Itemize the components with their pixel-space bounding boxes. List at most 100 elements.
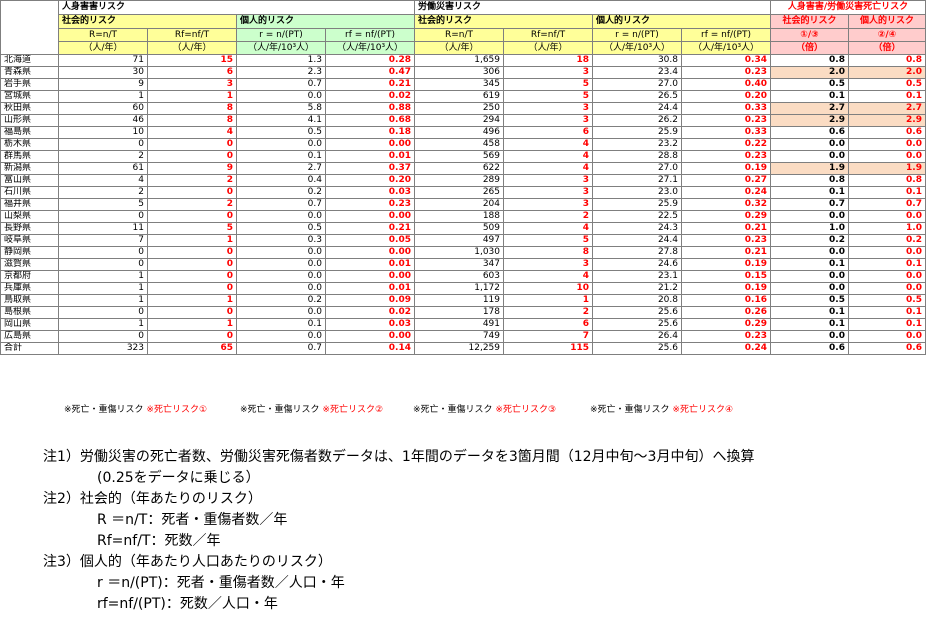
header-social-risk-1: 社会的リスク [58,14,237,29]
injury-rf-cell: 0.00 [325,246,415,259]
prefecture-cell: 合計 [0,342,59,355]
legend-3-label: ※死亡・重傷リスク [413,405,493,415]
labor-rf-cell: 0.29 [681,210,771,223]
labor-r-cell: 24.6 [592,258,682,271]
labor-R-cell: 458 [414,138,504,151]
injury-rf-cell: 0.05 [325,234,415,247]
labor-Rf-cell: 4 [503,138,593,151]
header-unit-Rf: （人/年） [147,41,237,55]
header-unit-lR: （人/年） [414,41,504,55]
labor-r-cell: 27.0 [592,162,682,175]
header-corner [0,0,59,55]
ratio-individual-cell: 0.1 [848,306,926,319]
injury-rf-cell: 0.09 [325,294,415,307]
labor-r-cell: 25.6 [592,306,682,319]
prefecture-cell: 山梨県 [0,210,59,223]
labor-rf-cell: 0.23 [681,150,771,163]
injury-r-cell: 0.2 [236,294,326,307]
labor-rf-cell: 0.24 [681,186,771,199]
labor-Rf-cell: 3 [503,174,593,187]
ratio-individual-cell: 0.0 [848,330,926,343]
labor-R-cell: 178 [414,306,504,319]
labor-r-cell: 27.8 [592,246,682,259]
injury-rf-cell: 0.18 [325,126,415,139]
labor-R-cell: 294 [414,114,504,127]
labor-R-cell: 265 [414,186,504,199]
labor-Rf-cell: 4 [503,270,593,283]
labor-R-cell: 603 [414,270,504,283]
header-unit-R: （人/年） [58,41,148,55]
labor-rf-cell: 0.26 [681,306,771,319]
injury-Rf-cell: 1 [147,234,237,247]
injury-rf-cell: 0.37 [325,162,415,175]
note-3-r: r ＝n/(PT)：死者・重傷者数／人口・年 [97,575,345,591]
injury-rf-cell: 0.01 [325,282,415,295]
ratio-individual-cell: 0.0 [848,138,926,151]
injury-Rf-cell: 0 [147,186,237,199]
header-group-ratio: 人身害害/労働災害死亡リスク [770,0,926,15]
injury-rf-cell: 0.28 [325,54,415,67]
injury-rf-cell: 0.21 [325,222,415,235]
injury-rf-cell: 0.03 [325,318,415,331]
labor-R-cell: 119 [414,294,504,307]
ratio-social-cell: 2.9 [770,114,849,127]
labor-R-cell: 497 [414,234,504,247]
labor-r-cell: 25.9 [592,126,682,139]
injury-R-cell: 1 [58,270,148,283]
header-ratio-unit-individual: （倍） [848,41,926,55]
injury-Rf-cell: 0 [147,258,237,271]
injury-rf-cell: 0.01 [325,150,415,163]
injury-Rf-cell: 9 [147,162,237,175]
header-col-lR: R=n/T [414,28,504,42]
labor-Rf-cell: 4 [503,222,593,235]
labor-rf-cell: 0.23 [681,114,771,127]
labor-r-cell: 27.1 [592,174,682,187]
injury-R-cell: 1 [58,294,148,307]
ratio-individual-cell: 0.5 [848,294,926,307]
labor-R-cell: 250 [414,102,504,115]
legend-4: ※死亡・重傷リスク ※死亡リスク④ [590,402,733,415]
labor-R-cell: 12,259 [414,342,504,355]
labor-Rf-cell: 3 [503,102,593,115]
ratio-social-cell: 0.5 [770,294,849,307]
injury-Rf-cell: 1 [147,294,237,307]
header-col-lr: r = n/(PT) [592,28,682,42]
prefecture-cell: 北海道 [0,54,59,67]
ratio-social-cell: 2.0 [770,66,849,79]
header-col-rf: rf = nf/(PT) [325,28,415,42]
injury-Rf-cell: 65 [147,342,237,355]
header-unit-rf: （人/年/10³人） [325,41,415,55]
injury-r-cell: 0.0 [236,258,326,271]
prefecture-cell: 長野県 [0,222,59,235]
prefecture-cell: 石川県 [0,186,59,199]
ratio-social-cell: 0.6 [770,342,849,355]
labor-r-cell: 26.5 [592,90,682,103]
injury-r-cell: 0.0 [236,270,326,283]
labor-Rf-cell: 1 [503,294,593,307]
labor-rf-cell: 0.33 [681,126,771,139]
injury-R-cell: 2 [58,150,148,163]
injury-rf-cell: 0.02 [325,306,415,319]
labor-rf-cell: 0.34 [681,54,771,67]
ratio-social-cell: 0.2 [770,234,849,247]
ratio-social-cell: 0.7 [770,198,849,211]
injury-r-cell: 0.0 [236,330,326,343]
labor-rf-cell: 0.23 [681,234,771,247]
labor-rf-cell: 0.24 [681,342,771,355]
labor-r-cell: 23.4 [592,66,682,79]
prefecture-cell: 福井県 [0,198,59,211]
ratio-social-cell: 0.1 [770,90,849,103]
header-col-lRf: Rf=nf/T [503,28,593,42]
